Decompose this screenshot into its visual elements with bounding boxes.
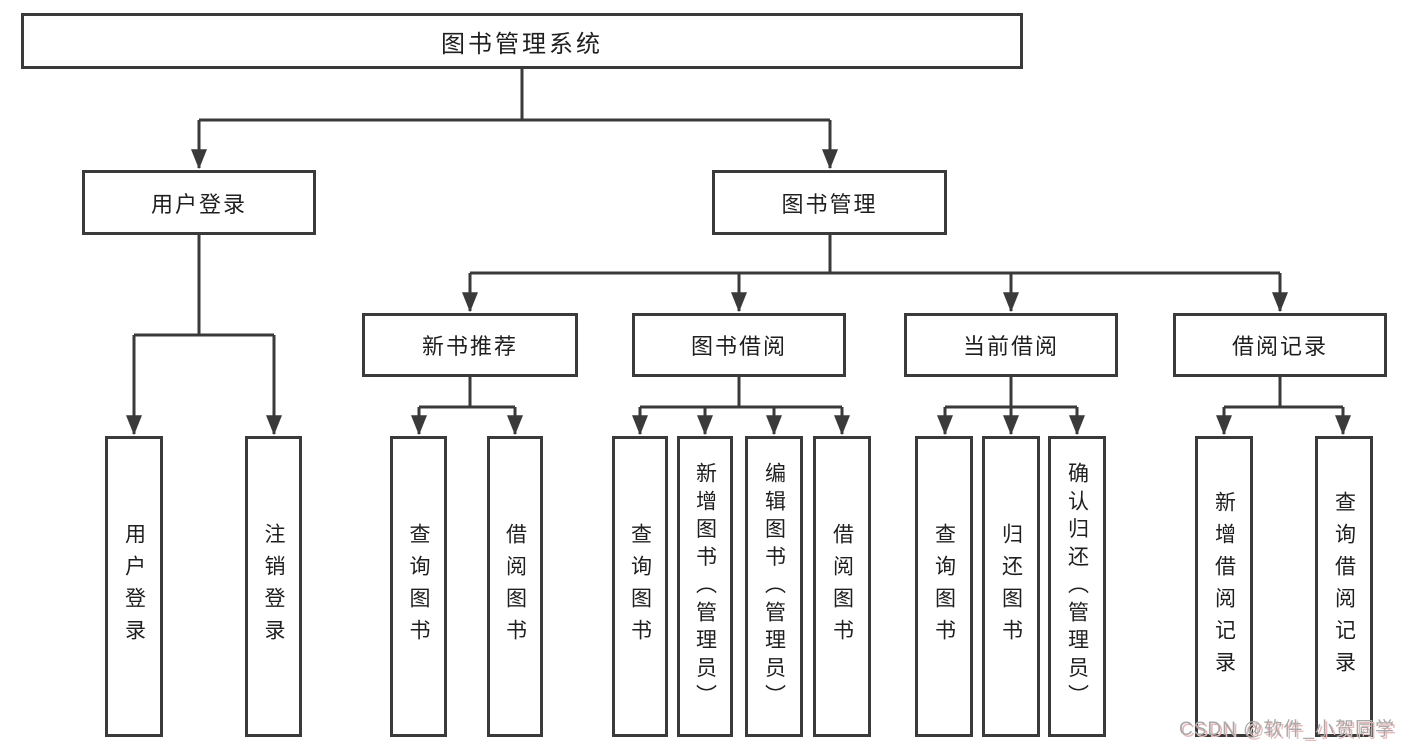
leaf-confirm-return-admin: 确认归还（管理员） [1048,436,1106,737]
leaf-borrow-books-recommend-label: 借阅图书 [503,522,527,651]
leaf-user-login: 用户登录 [105,436,163,737]
node-book-borrowing: 图书借阅 [632,313,846,377]
leaf-query-books-recommend: 查询图书 [390,436,447,737]
leaf-return-books: 归还图书 [982,436,1040,737]
leaf-user-login-label: 用户登录 [122,522,146,651]
node-current-borrowing: 当前借阅 [904,313,1118,377]
leaf-query-books-recommend-label: 查询图书 [407,522,430,651]
leaf-return-books-label: 归还图书 [999,522,1023,651]
leaf-logout-login: 注销登录 [245,436,302,737]
node-book-management: 图书管理 [712,170,947,235]
leaf-add-books-admin-label: 新增图书（管理员） [693,461,717,712]
leaf-borrow-books-recommend: 借阅图书 [487,436,543,737]
leaf-confirm-return-admin-label: 确认归还（管理员） [1065,461,1089,712]
leaf-query-books-current: 查询图书 [915,436,973,737]
leaf-edit-books-admin-label: 编辑图书（管理员） [762,461,786,712]
node-borrowing-records: 借阅记录 [1173,313,1387,377]
leaf-query-borrow-record: 查询借阅记录 [1315,436,1373,737]
leaf-add-borrow-record-label: 新增借阅记录 [1212,490,1236,683]
leaf-logout-login-label: 注销登录 [262,522,285,651]
leaf-borrow-books-borrowing-label: 借阅图书 [830,522,854,651]
node-library-management-system: 图书管理系统 [21,13,1023,69]
node-user-login: 用户登录 [82,170,316,235]
leaf-query-books-borrowing-label: 查询图书 [628,522,652,651]
node-new-book-recommend: 新书推荐 [362,313,578,377]
leaf-add-borrow-record: 新增借阅记录 [1195,436,1253,737]
leaf-query-borrow-record-label: 查询借阅记录 [1332,490,1356,683]
leaf-query-books-borrowing: 查询图书 [612,436,668,737]
leaf-query-books-current-label: 查询图书 [932,522,956,651]
leaf-add-books-admin: 新增图书（管理员） [677,436,733,737]
leaf-edit-books-admin: 编辑图书（管理员） [745,436,803,737]
leaf-borrow-books-borrowing: 借阅图书 [813,436,871,737]
